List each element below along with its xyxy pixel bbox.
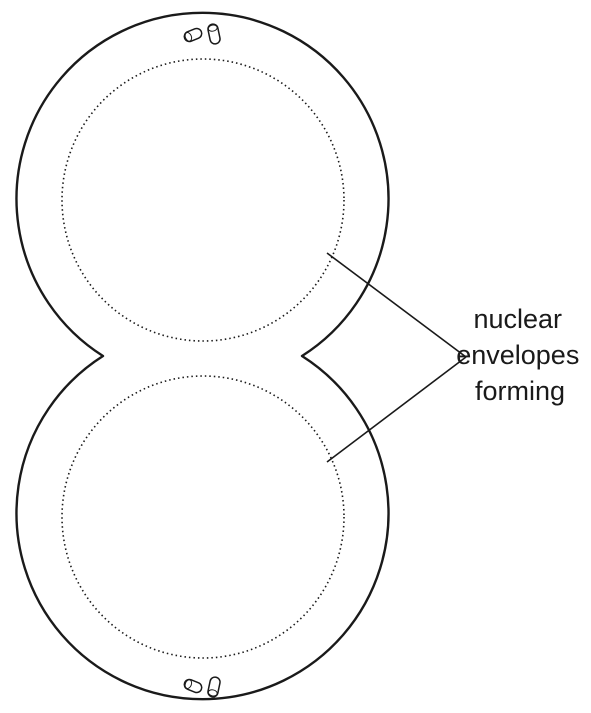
label-line-3: forming: [475, 376, 565, 406]
centriole-pair-bottom-icon: [183, 676, 221, 698]
centriole-pair-top-icon: [183, 23, 221, 45]
leader-line-top: [326, 252, 467, 358]
leader-line-bottom: [326, 356, 467, 463]
label-text: nuclear envelopes forming: [456, 304, 584, 406]
label-line-1: nuclear: [473, 304, 562, 334]
nuclear-envelope-bottom: [61, 375, 345, 659]
label-line-2: envelopes: [456, 340, 579, 370]
nuclear-envelope-top: [61, 58, 345, 342]
cell-membrane: [15, 11, 390, 701]
